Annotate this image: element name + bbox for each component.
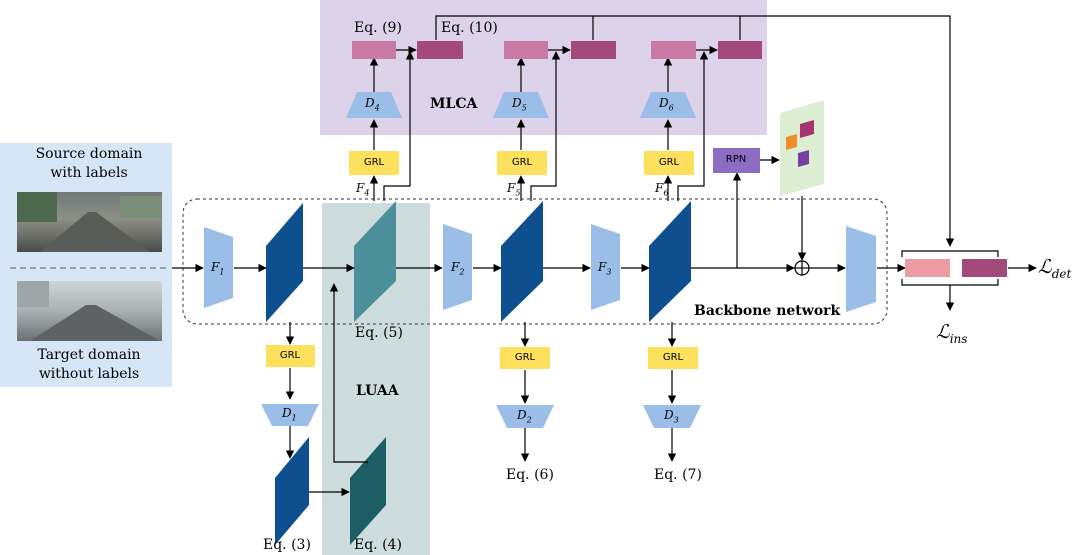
- loss-ins-label: ℒins: [936, 321, 968, 346]
- output-box-dark: [962, 259, 1007, 277]
- discriminator-d4: [346, 92, 402, 118]
- mlca-box-5a: [504, 41, 548, 59]
- source-label-line2: with labels: [50, 165, 128, 181]
- backbone-box: [182, 198, 888, 325]
- mlca-box-6b: [718, 41, 762, 59]
- grl-label-f6-down: GRL: [662, 352, 684, 363]
- output-bracket-top: [901, 250, 999, 257]
- arrow-f5-box2: [530, 51, 561, 201]
- encoder-f2: [443, 224, 472, 310]
- eq3-label: Eq. (3): [263, 537, 311, 553]
- grl-label-f4-up: GRL: [363, 157, 385, 168]
- mlca-box-4a: [352, 41, 396, 59]
- mlca-box-4b: [417, 41, 463, 59]
- mlca-box-5b: [571, 41, 616, 59]
- eq9-label: Eq. (9): [354, 20, 402, 36]
- proposals-panel: [780, 100, 824, 196]
- disc-d6-label: D6: [659, 96, 674, 113]
- luaa-title: LUAA: [356, 383, 399, 399]
- grl-block-luaa: [266, 345, 315, 367]
- feature-map-luaa-b: [350, 437, 386, 545]
- input-panel: [0, 143, 172, 387]
- eq10-label: Eq. (10): [441, 20, 498, 36]
- output-bracket-bottom: [901, 279, 999, 286]
- discriminator-d3: [643, 405, 701, 428]
- feature-map-1: [266, 203, 303, 322]
- grl-block-f6-down: [648, 347, 698, 369]
- eq6-label: Eq. (6): [506, 467, 554, 483]
- grl-label-f6-up: GRL: [658, 157, 680, 168]
- feature-map-5: [501, 201, 543, 322]
- rpn-label: RPN: [725, 154, 747, 165]
- grl-block-f6-up: [644, 151, 694, 175]
- backbone-title: Backbone network: [694, 303, 841, 319]
- mlca-box-6a: [651, 41, 696, 59]
- arrow-fmb-fm4: [329, 283, 368, 463]
- grl-block-f5-up: [497, 151, 547, 175]
- feature-f6-label: F6: [655, 181, 669, 198]
- encoder-f3: [591, 224, 620, 310]
- target-label-line1: Target domain: [37, 347, 141, 363]
- grl-label-f5-up: GRL: [511, 157, 533, 168]
- sum-node: [794, 260, 810, 276]
- source-label-line1: Source domain: [35, 146, 143, 162]
- arrow-f6-box2: [677, 51, 709, 201]
- grl-label-f5-down: GRL: [514, 352, 536, 363]
- discriminator-d5: [493, 92, 549, 118]
- target-label-line2: without labels: [38, 366, 140, 382]
- rpn-block: [713, 148, 760, 173]
- detection-head: [846, 226, 876, 312]
- target-image: [17, 281, 162, 341]
- encoder-f1: [204, 227, 233, 308]
- disc-d1-label: D1: [282, 406, 297, 423]
- eq4-label: Eq. (4): [354, 537, 402, 553]
- encoder-f2-label: F2: [451, 260, 465, 277]
- encoder-f3-label: F3: [598, 260, 612, 277]
- grl-label-luaa: GRL: [279, 350, 301, 361]
- grl-block-f4-up: [349, 151, 399, 175]
- feature-map-luaa-a: [275, 437, 309, 545]
- arrow-f4-eq10: [383, 51, 415, 201]
- grl-block-f5-down: [500, 347, 550, 369]
- discriminator-d1: [261, 404, 319, 426]
- feature-map-6: [649, 201, 691, 322]
- feature-f5-label: F5: [507, 181, 521, 198]
- feature-f4-label: F4: [356, 181, 370, 198]
- disc-d2-label: D2: [517, 408, 532, 425]
- discriminator-d6: [640, 92, 696, 118]
- source-image: [17, 192, 162, 252]
- loss-det-label: ℒdet: [1038, 256, 1072, 281]
- feature-map-4: [354, 201, 396, 322]
- disc-d3-label: D3: [664, 408, 679, 425]
- output-box-light: [905, 259, 950, 277]
- mlca-title: MLCA: [430, 96, 478, 112]
- discriminator-d2: [496, 405, 554, 428]
- encoder-f1-label: F1: [211, 260, 225, 277]
- disc-d5-label: D5: [512, 96, 527, 113]
- eq7-label: Eq. (7): [654, 467, 702, 483]
- eq5-label: Eq. (5): [355, 325, 403, 341]
- disc-d4-label: D4: [365, 96, 380, 113]
- mlca-collect-line: [435, 15, 955, 247]
